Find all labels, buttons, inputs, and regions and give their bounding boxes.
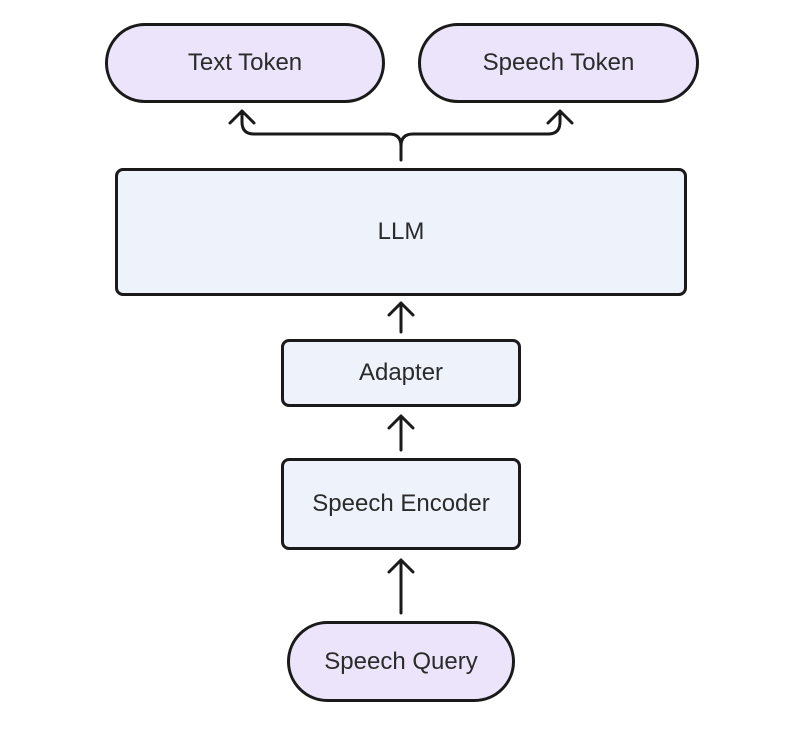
speech-encoder-label: Speech Encoder — [312, 490, 490, 517]
llm-label: LLM — [377, 218, 425, 245]
speech-token-node: Speech Token — [418, 23, 699, 103]
adapter-label: Adapter — [358, 359, 444, 386]
arrow-adapter-to-llm — [387, 301, 415, 334]
arrow-query-to-encoder — [387, 558, 415, 615]
arrow-llm-to-outputs — [228, 109, 574, 162]
speech-token-label: Speech Token — [482, 49, 635, 76]
llm-node: LLM — [115, 168, 687, 296]
speech-query-label: Speech Query — [324, 647, 478, 675]
adapter-node: Adapter — [281, 339, 521, 407]
speech-query-node: Speech Query — [287, 621, 515, 702]
speech-encoder-node: Speech Encoder — [281, 458, 521, 550]
text-token-node: Text Token — [105, 23, 385, 103]
text-token-label: Text Token — [187, 49, 303, 76]
arrow-encoder-to-adapter — [387, 414, 415, 452]
